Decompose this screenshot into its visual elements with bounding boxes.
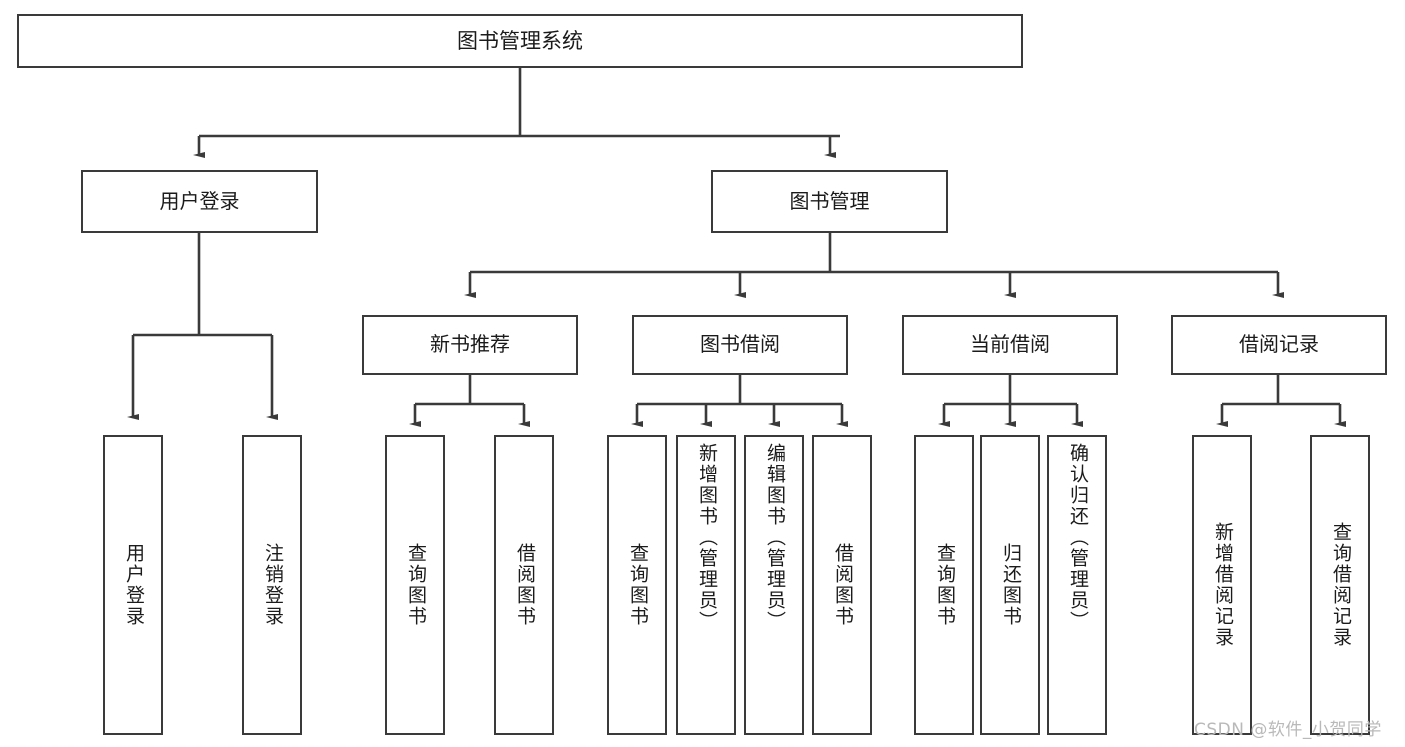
leaf-add-record[interactable]: 新增借阅记录 xyxy=(1192,435,1252,735)
leaf-query-book-2[interactable]: 查询图书 xyxy=(607,435,667,735)
node-user-login[interactable]: 用户登录 xyxy=(81,170,318,233)
leaf-add-book[interactable]: 新增图书（管理员） xyxy=(676,435,736,735)
node-root-label: 图书管理系统 xyxy=(457,28,583,53)
leaf-query-record-label: 查询借阅记录 xyxy=(1329,522,1352,648)
leaf-logout-login-label: 注销登录 xyxy=(261,543,284,627)
leaf-edit-book-label: 编辑图书（管理员） xyxy=(763,443,786,632)
node-current-borrow-label: 当前借阅 xyxy=(970,332,1050,357)
leaf-return-book-label: 归还图书 xyxy=(999,543,1022,627)
leaf-confirm-return[interactable]: 确认归还（管理员） xyxy=(1047,435,1107,735)
leaf-user-login[interactable]: 用户登录 xyxy=(103,435,163,735)
node-book-management[interactable]: 图书管理 xyxy=(711,170,948,233)
leaf-add-book-label: 新增图书（管理员） xyxy=(695,443,718,632)
leaf-borrow-book-2-label: 借阅图书 xyxy=(831,543,854,627)
leaf-add-record-label: 新增借阅记录 xyxy=(1211,522,1234,648)
leaf-return-book[interactable]: 归还图书 xyxy=(980,435,1040,735)
leaf-borrow-book-1-label: 借阅图书 xyxy=(513,543,536,627)
leaf-query-record[interactable]: 查询借阅记录 xyxy=(1310,435,1370,735)
leaf-logout-login[interactable]: 注销登录 xyxy=(242,435,302,735)
node-borrow-record[interactable]: 借阅记录 xyxy=(1171,315,1387,375)
leaf-query-book-1[interactable]: 查询图书 xyxy=(385,435,445,735)
node-root[interactable]: 图书管理系统 xyxy=(17,14,1023,68)
node-new-book-recommend[interactable]: 新书推荐 xyxy=(362,315,578,375)
node-book-management-label: 图书管理 xyxy=(789,188,870,213)
leaf-confirm-return-label: 确认归还（管理员） xyxy=(1066,443,1089,632)
leaf-edit-book[interactable]: 编辑图书（管理员） xyxy=(744,435,804,735)
leaf-query-book-3-label: 查询图书 xyxy=(933,543,956,627)
leaf-borrow-book-2[interactable]: 借阅图书 xyxy=(812,435,872,735)
leaf-user-login-label: 用户登录 xyxy=(122,543,145,627)
node-book-borrow[interactable]: 图书借阅 xyxy=(632,315,848,375)
node-user-login-label: 用户登录 xyxy=(159,188,240,213)
leaf-query-book-1-label: 查询图书 xyxy=(404,543,427,627)
leaf-borrow-book-1[interactable]: 借阅图书 xyxy=(494,435,554,735)
node-book-borrow-label: 图书借阅 xyxy=(700,332,780,357)
node-borrow-record-label: 借阅记录 xyxy=(1239,332,1319,357)
node-current-borrow[interactable]: 当前借阅 xyxy=(902,315,1118,375)
node-new-book-recommend-label: 新书推荐 xyxy=(430,332,510,357)
leaf-query-book-2-label: 查询图书 xyxy=(626,543,649,627)
leaf-query-book-3[interactable]: 查询图书 xyxy=(914,435,974,735)
